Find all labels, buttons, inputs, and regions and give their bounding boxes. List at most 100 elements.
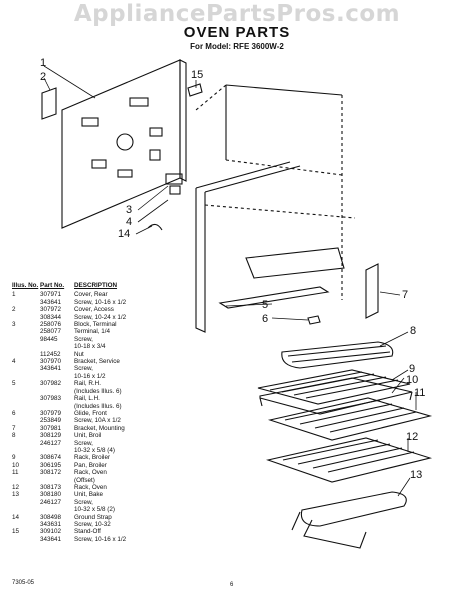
description: Rack, Oven	[74, 483, 107, 491]
illus-no: 7	[12, 424, 16, 432]
callout-12: 12	[406, 431, 418, 443]
model-line: For Model: RFE 3600W-2	[190, 42, 284, 51]
description: Screw, 10-24 x 1/2	[74, 313, 127, 321]
callout-15: 15	[191, 69, 203, 81]
description: Screw,	[74, 439, 93, 447]
illus-no	[12, 351, 40, 358]
illus-no	[12, 373, 40, 380]
illus-no	[12, 314, 40, 321]
description: Block, Terminal	[74, 321, 117, 329]
illus-no	[12, 506, 40, 513]
illus-no	[12, 343, 40, 350]
description: Ground Strap	[74, 513, 112, 521]
oven-rack	[265, 437, 433, 483]
callout-6: 6	[262, 313, 268, 325]
front-glide	[307, 315, 321, 325]
illus-no: 13	[12, 491, 20, 499]
callout-1: 1	[40, 57, 46, 69]
part-no: 307982	[40, 380, 62, 388]
part-no: 308180	[40, 491, 62, 499]
illus-no: 6	[12, 409, 16, 417]
parts-row: 6 307979 Glide, Front	[12, 410, 212, 417]
part-no: 308674	[40, 454, 62, 462]
bake-element	[291, 491, 407, 549]
parts-row: (Includes Illus. 6)	[12, 403, 212, 410]
illus-no	[12, 328, 40, 335]
illus-no: 11	[12, 469, 19, 477]
part-no	[40, 477, 74, 484]
parts-row: 9 308674 Rack, Broiler	[12, 454, 212, 461]
leader-lines	[43, 65, 417, 497]
description: Rail, L.H.	[74, 395, 100, 403]
header-illus-no: Illus. No.	[12, 282, 39, 289]
broil-element	[281, 341, 394, 369]
illus-no	[12, 499, 40, 506]
callout-8: 8	[410, 325, 416, 337]
illus-no: 10	[12, 461, 20, 469]
illus-no	[12, 395, 40, 402]
illus-no	[12, 477, 40, 484]
part-no: 308172	[40, 469, 62, 477]
callout-3: 3	[126, 204, 132, 216]
part-no: 343641	[40, 365, 62, 373]
description: (Includes Illus. 6)	[74, 402, 122, 410]
parts-row: 10-32 x 5/8 (2)	[12, 506, 212, 513]
description: Pan, Broiler	[74, 461, 107, 469]
illus-no	[12, 388, 40, 395]
parts-row: 10-18 x 3/4	[12, 343, 212, 350]
terminal-block	[147, 173, 183, 231]
part-no: 343641	[40, 298, 62, 306]
part-no: 307972	[40, 306, 62, 314]
part-no: 112452	[40, 350, 61, 358]
oven-rail	[218, 286, 330, 309]
part-no: 343631	[40, 521, 62, 528]
part-no	[40, 343, 74, 350]
illus-no: 2	[12, 306, 16, 314]
illus-no	[12, 521, 40, 528]
description: Rack, Broiler	[74, 454, 111, 462]
callout-9: 9	[409, 363, 415, 375]
part-no: 306195	[40, 461, 62, 469]
description: (Includes Illus. 6)	[74, 387, 122, 395]
part-no: 307979	[40, 409, 62, 417]
description: Screw, 10A x 1/2	[74, 417, 121, 425]
part-no: 308129	[40, 432, 62, 440]
callout-14: 14	[118, 228, 130, 240]
part-no: 308498	[40, 513, 62, 521]
description: Glide, Front	[74, 409, 107, 417]
illus-no: 15	[12, 528, 20, 536]
illus-no: 14	[12, 513, 20, 521]
callout-7: 7	[402, 289, 408, 301]
illus-no: 5	[12, 380, 16, 388]
oven-frame	[195, 84, 356, 333]
part-no: 308173	[40, 483, 62, 491]
part-no: 98445	[40, 335, 58, 343]
illus-no: 9	[12, 454, 16, 462]
callout-5: 5	[262, 299, 268, 311]
parts-row: 10-16 x 1/2	[12, 373, 212, 380]
description: 10-18 x 3/4	[74, 343, 106, 351]
stand-off	[187, 83, 203, 97]
part-no: 246127	[40, 498, 62, 506]
illus-no	[12, 440, 40, 447]
description: Unit, Broil	[74, 432, 102, 440]
illus-no	[12, 447, 40, 454]
part-no	[40, 388, 74, 395]
footer-code: 7305-05	[12, 580, 35, 586]
illus-no: 3	[12, 321, 16, 329]
